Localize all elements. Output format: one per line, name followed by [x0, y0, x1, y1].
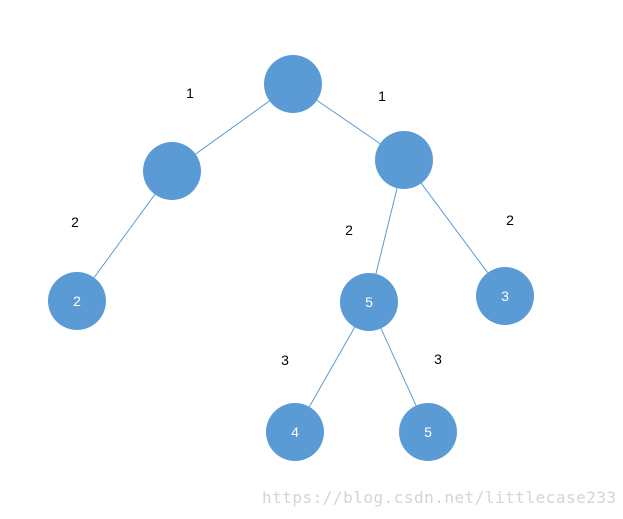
- edge-label-right-child-to-middle-node: 2: [345, 222, 353, 238]
- node-label-leaf-left: 2: [73, 293, 81, 309]
- edges-layer: [93, 99, 489, 408]
- edge-left-child-to-leaf-left: [93, 194, 156, 278]
- edge-label-middle-node-to-leaf-bottom-right: 3: [434, 351, 442, 367]
- node-left-child: [143, 142, 201, 200]
- node-circle-leaf-bottom-right: [399, 403, 457, 461]
- node-circle-leaf-left: [48, 272, 106, 330]
- edge-middle-node-to-leaf-bottom-left: [308, 326, 356, 408]
- edge-middle-node-to-leaf-bottom-right: [380, 328, 417, 406]
- node-circle-middle-node: [340, 273, 398, 331]
- node-circle-leaf-right: [476, 267, 534, 325]
- node-label-leaf-bottom-left: 4: [291, 424, 299, 440]
- edge-right-child-to-leaf-right: [420, 182, 489, 274]
- node-circle-left-child: [143, 142, 201, 200]
- node-circle-root: [264, 55, 322, 113]
- node-label-leaf-bottom-right: 5: [424, 424, 432, 440]
- edge-label-root-to-right-child: 1: [378, 88, 386, 104]
- node-circle-right-child: [375, 131, 433, 189]
- edge-label-root-to-left-child: 1: [186, 85, 194, 101]
- edge-label-middle-node-to-leaf-bottom-left: 3: [281, 352, 289, 368]
- node-circle-leaf-bottom-left: [266, 403, 324, 461]
- node-leaf-left: 2: [48, 272, 106, 330]
- node-label-middle-node: 5: [365, 294, 373, 310]
- watermark-text: https://blog.csdn.net/littlecase233: [262, 488, 617, 507]
- node-middle-node: 5: [340, 273, 398, 331]
- edge-label-right-child-to-leaf-right: 2: [506, 212, 514, 228]
- node-leaf-bottom-right: 5: [399, 403, 457, 461]
- node-leaf-right: 3: [476, 267, 534, 325]
- edge-root-to-left-child: [195, 100, 270, 155]
- node-right-child: [375, 131, 433, 189]
- node-root: [264, 55, 322, 113]
- node-label-leaf-right: 3: [501, 288, 509, 304]
- nodes-layer: 2 5 3 4 5: [48, 55, 534, 461]
- node-leaf-bottom-left: 4: [266, 403, 324, 461]
- edge-labels-layer: 1 1 2 2 2 3 3: [71, 85, 514, 368]
- edge-right-child-to-middle-node: [375, 188, 398, 274]
- edge-root-to-right-child: [316, 99, 381, 145]
- edge-label-left-child-to-leaf-left: 2: [71, 214, 79, 230]
